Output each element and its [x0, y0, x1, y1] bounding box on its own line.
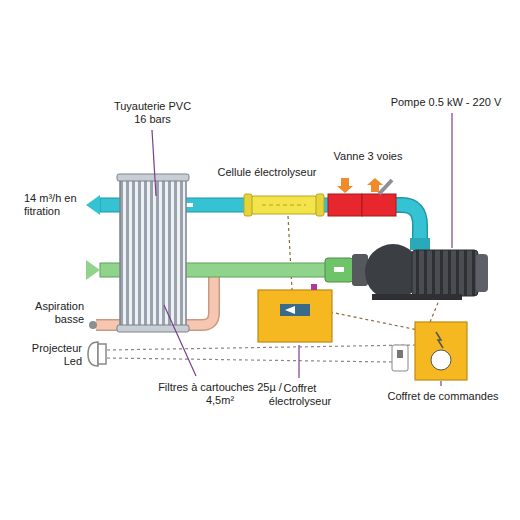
cell-nut — [244, 194, 252, 216]
pump-label: Pompe 0.5 kW - 220 V — [376, 96, 516, 109]
pump-base — [372, 294, 462, 300]
valve — [328, 194, 362, 216]
cell-label: Cellule électrolyseur — [212, 166, 322, 179]
suction-nozzle — [89, 321, 97, 329]
led-projector — [88, 342, 98, 366]
pump-motor — [412, 250, 478, 296]
projector-label: Projecteur Led — [14, 342, 82, 368]
leader-line — [164, 305, 196, 376]
pipe-label: Tuyauterie PVC 16 bars — [110, 100, 195, 126]
leader-line — [440, 381, 441, 386]
switch — [397, 350, 403, 358]
wire — [288, 216, 292, 290]
cell-plates — [262, 205, 306, 206]
motor-cap — [476, 254, 488, 292]
electrolyser-box-label: Coffret électrolyseur — [254, 382, 346, 408]
wire — [330, 312, 418, 330]
pump-outlet — [410, 238, 430, 250]
danger-symbol — [436, 332, 443, 348]
box-gland — [311, 284, 317, 290]
command-box — [415, 322, 467, 380]
leader-line — [152, 130, 156, 196]
inlet-arrow — [86, 260, 100, 280]
cell-nut — [316, 194, 324, 216]
cartridge-filter — [120, 178, 186, 328]
filter-base — [117, 325, 189, 332]
valve-label: Vanne 3 voies — [328, 150, 408, 163]
switch-box — [392, 345, 408, 371]
leader-line — [451, 113, 452, 248]
wire — [107, 345, 415, 350]
electrolyser-cell — [248, 196, 320, 214]
union-mark — [334, 267, 344, 272]
leader-line — [298, 345, 299, 378]
wire — [430, 298, 440, 322]
valve-handle — [379, 180, 392, 194]
flow-arrow-up — [367, 178, 383, 192]
flow-arrow-down — [337, 178, 353, 193]
suction-label: Aspiration basse — [14, 300, 84, 326]
flow-label: 14 m³/h en fitration — [24, 192, 82, 218]
wire — [107, 358, 392, 362]
command-box-label: Coffret de commandes — [376, 390, 510, 403]
electrolyser-display — [280, 304, 310, 316]
display-arrow — [285, 306, 295, 314]
electrolyser-box — [258, 290, 332, 342]
projector-body — [98, 344, 106, 364]
inlet-union — [325, 258, 353, 282]
outlet-arrow — [86, 195, 100, 215]
filter-cap — [117, 174, 189, 181]
timer-dial — [431, 350, 451, 370]
valve — [362, 194, 396, 216]
